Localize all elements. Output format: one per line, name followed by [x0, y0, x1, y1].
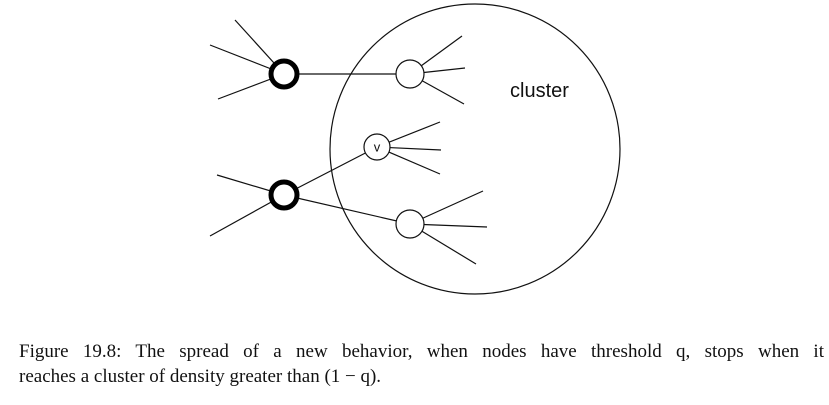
cluster-boundary	[329, 3, 621, 295]
cluster-node-bottom	[395, 209, 425, 239]
network-diagram: v cluster	[209, 3, 621, 295]
cluster-label: cluster	[510, 80, 569, 102]
caption-line-2: reaches a cluster of density greater tha…	[19, 366, 382, 387]
edge-lower-adopter-to-node-v	[283, 146, 378, 196]
caption-line-1: Figure 19.8: The spread of a new behavio…	[19, 341, 824, 362]
edge-lower-adopter-to-cluster-node	[283, 194, 411, 225]
cluster-node-top	[395, 59, 425, 89]
node-v-label: v	[374, 140, 381, 155]
adopter-node-top	[268, 58, 300, 90]
node-v	[363, 133, 391, 161]
figure-caption: Figure 19.8: The spread of a new behavio…	[19, 339, 824, 389]
adopter-node-bottom	[268, 179, 300, 211]
